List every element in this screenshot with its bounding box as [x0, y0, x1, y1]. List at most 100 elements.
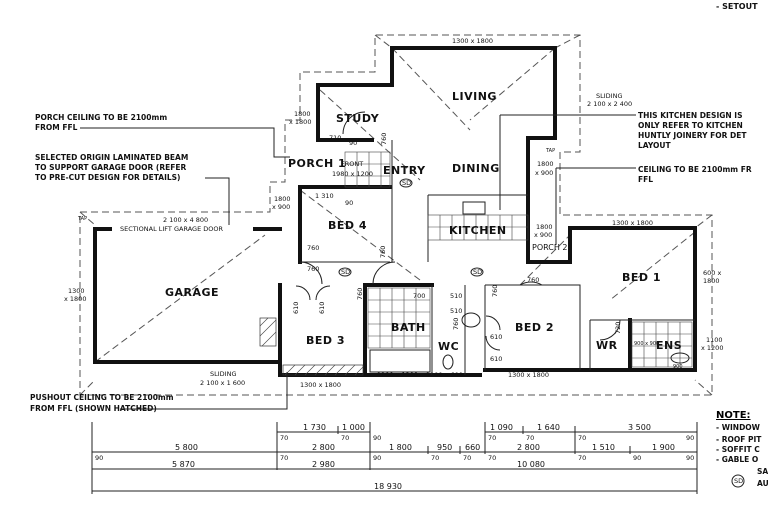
room-porch-1: PORCH 1 — [288, 157, 346, 170]
window-label: 720 — [614, 322, 622, 334]
note-item: AU — [757, 479, 768, 488]
window-label: 1300 x 1800 — [300, 381, 341, 389]
window-label: x 1200 — [701, 344, 723, 352]
dim-row2: 660 — [465, 443, 480, 452]
dim-row1-small: 70 — [578, 434, 586, 442]
window-label: 2 100 x 1 600 — [200, 379, 245, 387]
window-label: 1 310 — [315, 192, 334, 200]
dim-row1-small: 90 — [686, 434, 694, 442]
window-label: 2 100 x 2 400 — [587, 100, 632, 108]
note-porch-ceiling: PORCH CEILING TO BE 2100mm — [35, 113, 167, 122]
dim-row1: 1 640 — [537, 423, 560, 432]
dim-row1: 1 090 — [490, 423, 513, 432]
room-kitchen: KITCHEN — [449, 224, 507, 237]
window-label: 1800 — [703, 277, 720, 285]
ens-basin — [670, 352, 690, 364]
sd-label: SD — [402, 179, 411, 187]
window-label: 610 — [292, 302, 300, 314]
dim-row2-small: 90 — [686, 454, 694, 462]
room-bath: BATH — [391, 321, 426, 334]
window-label: 1300 x 1800 — [508, 371, 549, 379]
room-bed-3: BED 3 — [306, 334, 345, 347]
window-label: 760 — [307, 265, 319, 273]
dim-row1-small: 90 — [373, 434, 381, 442]
roof-outline — [79, 34, 713, 396]
notes-left: PORCH CEILING TO BE 2100mm FROM FFL SELE… — [30, 113, 290, 413]
dim-row2-small: 90 — [95, 454, 103, 462]
window-label: 710 — [329, 134, 341, 142]
note-item: - WINDOW — [716, 423, 761, 432]
dim-row2-small: 90 — [373, 454, 381, 462]
room-porch-2: PORCH 2 — [532, 243, 568, 252]
room-bed-4: BED 4 — [328, 219, 367, 232]
dim-row1-small: 70 — [341, 434, 349, 442]
room-dining: DINING — [452, 162, 500, 175]
room-bed-2: BED 2 — [515, 321, 554, 334]
window-label: 610 — [318, 302, 326, 314]
window-label: 2 100 x 4 800 — [163, 216, 208, 224]
dim-row2: 1 800 — [389, 443, 412, 452]
window-label: x 1800 — [289, 118, 311, 126]
dim-row2: 2 800 — [517, 443, 540, 452]
window-label: 1980 x 1200 — [332, 170, 373, 178]
room-wr: WR — [596, 339, 618, 352]
window-label: 600 x — [703, 269, 721, 277]
door-swings — [295, 111, 621, 351]
room-entry: ENTRY — [383, 164, 426, 177]
window-label: 760 — [527, 276, 539, 284]
window-label: 1800 — [294, 110, 311, 118]
window-label: 510 — [450, 307, 462, 315]
window-label: 610 — [490, 355, 502, 363]
dim-total: 18 930 — [374, 482, 402, 491]
sd-symbol — [731, 474, 745, 488]
dim-row2-small: 90 — [633, 454, 641, 462]
dimension-chains: 1 730 1 000 1 090 1 640 3 500 70 70 90 7… — [91, 422, 698, 494]
note-beam: TO PRE-CUT DESIGN FOR DETAILS) — [35, 173, 181, 182]
smoke-detectors: SD SD SD — [338, 178, 484, 277]
basin — [461, 312, 481, 328]
note-title: NOTE: — [716, 410, 751, 421]
window-label: 760 — [356, 288, 364, 300]
window-label: 760 — [380, 133, 388, 145]
walls — [93, 46, 697, 377]
note-kitchen: THIS KITCHEN DESIGN IS — [638, 111, 742, 120]
note-beam: TO SUPPORT GARAGE DOOR (REFER — [35, 163, 186, 172]
toilet — [442, 354, 454, 370]
dim-row1: 1 730 — [303, 423, 326, 432]
window-label: 1300 — [68, 287, 85, 295]
window-label: SLIDING — [210, 370, 237, 378]
window-label: 900 x 900 — [634, 341, 659, 347]
note-item: - ROOF PIT — [716, 435, 762, 444]
note-ceiling: CEILING TO BE 2100mm FR — [638, 165, 752, 174]
dim-row1-small: 70 — [526, 434, 534, 442]
note-kitchen: HUNTLY JOINERY FOR DET — [638, 131, 747, 140]
window-label: 1300 x 1800 — [452, 37, 493, 45]
window-label: 900 — [673, 364, 683, 370]
window-label: 1800 — [537, 160, 554, 168]
room-study: STUDY — [336, 112, 380, 125]
note-pushout: PUSHOUT CEILING TO BE 2100mm — [30, 393, 174, 402]
window-label: x 900 — [535, 169, 553, 177]
window-label: 760 — [452, 318, 460, 330]
kitchen-sink — [462, 201, 486, 215]
dim-row1: 1 000 — [342, 423, 365, 432]
header-fragment: - SETOUT — [716, 2, 758, 11]
window-label: 1100 — [706, 336, 723, 344]
note-item: - SOFFIT C — [716, 445, 760, 454]
window-label: x 900 — [272, 203, 290, 211]
window-label: 1100 x 1200 — [377, 371, 418, 379]
room-wc: WC — [438, 340, 459, 353]
note-porch-ceiling: FROM FFL — [35, 123, 78, 132]
window-label: 700 — [413, 292, 425, 300]
dim-row3: 2 980 — [312, 460, 335, 469]
window-label: 1100 x 600 — [426, 371, 463, 379]
bathtub — [369, 349, 431, 373]
window-label: 610 — [490, 333, 502, 341]
window-label: 760 — [379, 246, 387, 258]
window-label: SLIDING — [596, 92, 623, 100]
dim-row2-small: 70 — [463, 454, 471, 462]
room-ens: ENS — [656, 339, 682, 352]
window-label: 760 — [491, 285, 499, 297]
dim-row2: 1 510 — [592, 443, 615, 452]
